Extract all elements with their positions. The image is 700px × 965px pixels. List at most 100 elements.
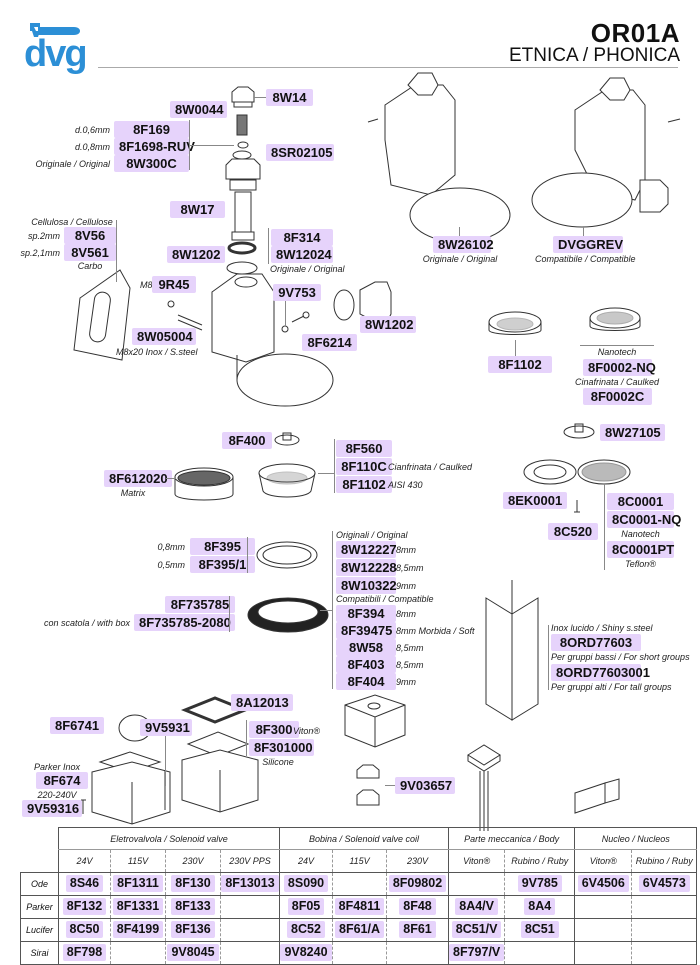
part-code[interactable]: 8S46	[65, 875, 104, 892]
part-label-DVGGREV[interactable]: DVGGREV	[553, 236, 623, 253]
part-label-8F735785[interactable]: 8F735785	[165, 596, 235, 613]
table-col-header: Rubino / Ruby	[631, 849, 698, 873]
part-code[interactable]: 8F798	[62, 944, 107, 961]
part-code[interactable]: 8F48	[399, 898, 436, 915]
part-label-8F0002C[interactable]: 8F0002C	[583, 388, 652, 405]
cover-header: Inox lucido / Shiny s.steel	[551, 623, 653, 633]
part-code[interactable]: 8F133	[171, 898, 215, 915]
part-label-8F6741[interactable]: 8F6741	[50, 717, 104, 734]
part-label-8W05004[interactable]: 8W05004	[132, 328, 196, 345]
part-code[interactable]: 9V8045	[167, 944, 219, 961]
part-label-8F301000[interactable]: 8F301000	[249, 739, 314, 756]
part-code[interactable]: 8C52	[287, 921, 325, 938]
part-code[interactable]: 8C51/V	[451, 921, 502, 938]
part-code[interactable]: 8F132	[62, 898, 107, 915]
part-label-8A12013[interactable]: 8A12013	[231, 694, 293, 711]
part-code[interactable]: 8A4/V	[455, 898, 498, 915]
part-label-8W12228[interactable]: 8W12228	[336, 559, 397, 576]
part-label-8V561[interactable]: 8V561	[64, 244, 116, 261]
matrix-note: Matrix	[120, 488, 146, 498]
part-label-8SR02105[interactable]: 8SR02105	[266, 144, 334, 161]
part-code[interactable]: 8C50	[65, 921, 104, 938]
part-code[interactable]: 6V4506	[577, 875, 629, 892]
part-label-8F395[interactable]: 8F395	[190, 538, 255, 555]
part-code[interactable]: 6V4573	[638, 875, 690, 892]
part-label-8F6214[interactable]: 8F6214	[302, 334, 357, 351]
part-code[interactable]: 8C51	[520, 921, 559, 938]
gasket-plate-footer: Carbo	[77, 261, 103, 271]
part-label-8W26102[interactable]: 8W26102	[433, 236, 494, 253]
part-code[interactable]: 9V8240	[280, 944, 332, 961]
part-code[interactable]: 8F1311	[113, 875, 163, 892]
part-label-9V59316[interactable]: 9V59316	[22, 800, 82, 817]
part-label-8F612020[interactable]: 8F612020	[104, 470, 172, 487]
part-label-8F300[interactable]: 8F300	[249, 721, 299, 738]
part-label-8W1202-side[interactable]: 8W1202	[360, 316, 416, 333]
part-label-9V753[interactable]: 9V753	[273, 284, 321, 301]
shim-note-1: 0,5mm	[157, 560, 185, 570]
part-code[interactable]: 8S090	[283, 875, 329, 892]
part-label-8F735785-2080[interactable]: 8F735785-2080	[134, 614, 235, 631]
part-code[interactable]: 8A4	[524, 898, 556, 915]
model-code: OR01A	[590, 18, 680, 48]
part-label-8W12227[interactable]: 8W12227	[336, 541, 397, 558]
part-code[interactable]: 8F797/V	[449, 944, 505, 961]
part-label-8F560[interactable]: 8F560	[336, 440, 392, 457]
part-label-8F169[interactable]: 8F169	[114, 121, 189, 138]
part-label-8F1698-RUV[interactable]: 8F1698-RUV	[114, 138, 195, 155]
valve-bottom-note: 220-240V	[37, 790, 77, 800]
part-code[interactable]: 8F130	[171, 875, 215, 892]
part-label-8C0001PT[interactable]: 8C0001PT	[607, 541, 674, 558]
table-cell: 8F133	[165, 895, 221, 919]
part-label-8F0002-NQ[interactable]: 8F0002-NQ	[583, 359, 656, 376]
part-code[interactable]: 8F09802	[388, 875, 447, 892]
table-cell: 8F798	[58, 941, 111, 965]
part-label-9V5931[interactable]: 9V5931	[140, 719, 192, 736]
part-label-8C0001-NQ[interactable]: 8C0001-NQ	[607, 511, 681, 528]
table-cell: 8F1331	[110, 895, 166, 919]
part-label-8F314[interactable]: 8F314	[271, 229, 333, 246]
table-cell: 8C51/V	[447, 918, 505, 942]
bracket-line	[332, 531, 333, 689]
part-label-8W12024[interactable]: 8W12024	[271, 246, 333, 263]
part-code[interactable]: 8F4199	[112, 921, 164, 938]
part-label-8W1202[interactable]: 8W1202	[167, 246, 225, 263]
table-cell	[332, 941, 387, 965]
part-label-8F395-1[interactable]: 8F395/1	[190, 556, 255, 573]
part-label-8W58[interactable]: 8W58	[336, 639, 396, 656]
part-label-8ORD77603001[interactable]: 8ORD77603001	[551, 664, 650, 681]
part-label-8F404[interactable]: 8F404	[336, 673, 396, 690]
part-label-8EK0001[interactable]: 8EK0001	[503, 492, 567, 509]
part-label-8F400[interactable]: 8F400	[222, 432, 272, 449]
part-label-8F110C[interactable]: 8F110C	[336, 458, 392, 475]
part-label-8W10322[interactable]: 8W10322	[336, 577, 397, 594]
part-label-8V56[interactable]: 8V56	[64, 227, 116, 244]
part-label-8F1102-screen[interactable]: 8F1102	[488, 356, 552, 373]
part-label-8W300C[interactable]: 8W300C	[114, 155, 189, 172]
part-label-8F674[interactable]: 8F674	[36, 772, 88, 789]
part-code[interactable]: 8F61/A	[335, 921, 384, 938]
part-label-8W0044[interactable]: 8W0044	[170, 101, 227, 118]
part-code[interactable]: 9V785	[517, 875, 562, 892]
table-group-header: Bobina / Solenoid valve coil	[279, 827, 449, 850]
part-code[interactable]: 8F136	[171, 921, 215, 938]
part-label-8C520[interactable]: 8C520	[548, 523, 598, 540]
gasket-note-viton: Viton®	[293, 726, 320, 736]
table-col-header: 230V	[386, 849, 449, 873]
part-label-8C0001[interactable]: 8C0001	[607, 493, 674, 510]
part-label-8W27105[interactable]: 8W27105	[600, 424, 665, 441]
part-label-8W14[interactable]: 8W14	[266, 89, 313, 106]
part-code[interactable]: 8F1331	[112, 898, 164, 915]
part-label-8F403[interactable]: 8F403	[336, 656, 396, 673]
part-code[interactable]: 8F13013	[221, 875, 279, 892]
part-label-8F1102[interactable]: 8F1102	[336, 476, 392, 493]
part-code[interactable]: 8F4811	[334, 898, 385, 915]
part-code[interactable]: 8F61	[399, 921, 436, 938]
part-label-8F39475[interactable]: 8F39475	[336, 622, 396, 639]
part-code[interactable]: 8F05	[287, 898, 325, 915]
part-label-8F394[interactable]: 8F394	[336, 605, 396, 622]
part-label-9R45[interactable]: 9R45	[152, 276, 196, 293]
part-label-8ORD77603[interactable]: 8ORD77603	[551, 634, 641, 651]
part-label-9V03657[interactable]: 9V03657	[395, 777, 455, 794]
part-label-8W17[interactable]: 8W17	[170, 201, 225, 218]
